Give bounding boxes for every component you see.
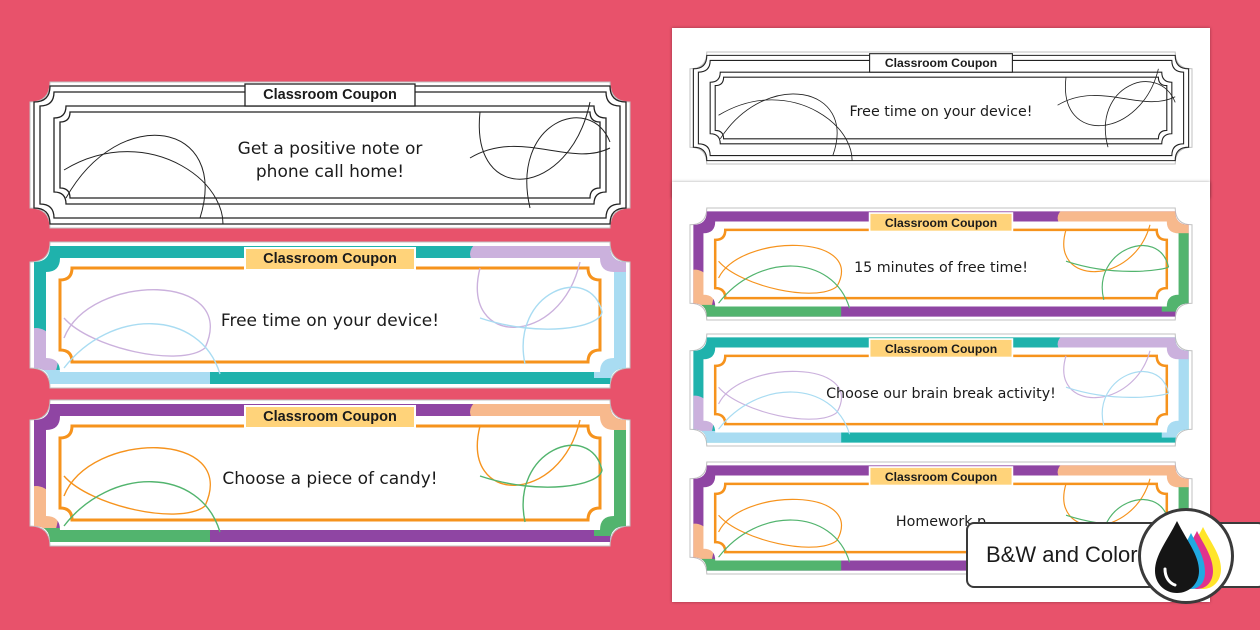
coupon-message: Free time on your device!	[849, 104, 1033, 121]
coupon-frame	[689, 461, 1193, 575]
coupon-title: Classroom Coupon	[884, 341, 998, 356]
coupon-frame	[689, 51, 1193, 165]
coupon-message: Free time on your device!	[220, 310, 440, 331]
coupon-title: Classroom Coupon	[263, 251, 397, 267]
coupon-message: 15 minutes of free time!	[854, 260, 1028, 277]
coupon-frame	[689, 333, 1193, 447]
coupon-frame	[29, 241, 631, 389]
coupon-title: Classroom Coupon	[884, 215, 998, 230]
coupon-title: Classroom Coupon	[884, 56, 998, 71]
coupon-frame	[29, 399, 631, 547]
ink-drops-icon	[1138, 508, 1234, 604]
coupon-frame	[29, 81, 631, 229]
coupon-title: Classroom Coupon	[263, 87, 397, 103]
coupon-message: Choose our brain break activity!	[826, 386, 1056, 403]
coupon-card: Classroom Coupon 15 minutes of free time!	[689, 207, 1193, 321]
coupon-message: Choose a piece of candy!	[222, 468, 438, 489]
coupon-title: Classroom Coupon	[263, 409, 397, 425]
coupon-frame	[689, 207, 1193, 321]
badge-label: B&W and Color	[986, 542, 1138, 567]
coupon-title: Classroom Coupon	[884, 469, 998, 484]
coupon-message: Get a positive note or phone call home!	[237, 139, 423, 182]
